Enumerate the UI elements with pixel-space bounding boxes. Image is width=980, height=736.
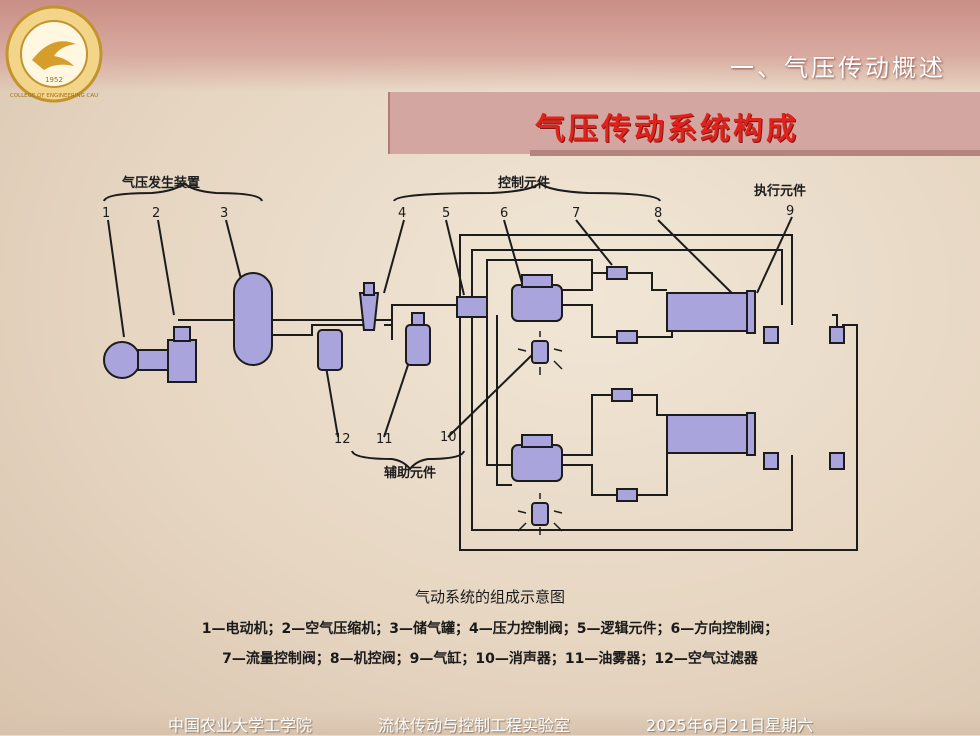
svg-text:6: 6 xyxy=(500,206,508,221)
svg-text:COLLEGE OF ENGINEERING CAU: COLLEGE OF ENGINEERING CAU xyxy=(10,93,98,99)
svg-text:1: 1 xyxy=(102,206,110,221)
svg-text:7: 7 xyxy=(572,206,580,221)
svg-text:1952: 1952 xyxy=(45,76,63,84)
title-bar xyxy=(388,92,980,154)
svg-text:3: 3 xyxy=(220,206,228,221)
header-band xyxy=(0,0,980,92)
section-title: 一、气压传动概述 xyxy=(730,54,946,82)
footer-school: 中国农业大学工学院 xyxy=(168,716,313,735)
footer-band xyxy=(0,710,980,735)
legend-line-2: 7—流量控制阀；8—机控阀；9—气缸；10—消声器；11—油雾器；12—空气过滤… xyxy=(222,651,758,667)
svg-text:5: 5 xyxy=(442,206,450,221)
legend-line-1: 1—电动机；2—空气压缩机；3—储气罐；4—压力控制阀；5—逻辑元件；6—方向控… xyxy=(201,621,779,637)
college-logo: 1952 COLLEGE OF ENGINEERING CAU xyxy=(4,4,104,104)
footer-date: 2025年6月21日星期六 xyxy=(646,716,814,735)
diagram-caption: 气动系统的组成示意图 xyxy=(414,588,565,606)
svg-text:控制元件: 控制元件 xyxy=(498,175,550,191)
pneumatic-system-diagram: 气压发生装置 控制元件 执行元件 辅助元件 1 2 3 4 5 6 7 8 9 … xyxy=(102,175,858,551)
svg-text:8: 8 xyxy=(654,206,662,221)
footer-lab: 流体传动与控制工程实验室 xyxy=(378,716,571,735)
slide-title: 气压传动系统构成 xyxy=(535,112,799,147)
svg-text:10: 10 xyxy=(440,430,457,445)
svg-text:辅助元件: 辅助元件 xyxy=(384,465,436,481)
title-bar-shadow xyxy=(530,150,980,156)
svg-text:气压发生装置: 气压发生装置 xyxy=(122,175,200,191)
svg-text:11: 11 xyxy=(376,432,393,447)
svg-text:执行元件: 执行元件 xyxy=(754,183,806,199)
svg-text:12: 12 xyxy=(334,432,351,447)
svg-text:2: 2 xyxy=(152,206,160,221)
svg-text:9: 9 xyxy=(786,204,794,219)
svg-text:4: 4 xyxy=(398,206,406,221)
